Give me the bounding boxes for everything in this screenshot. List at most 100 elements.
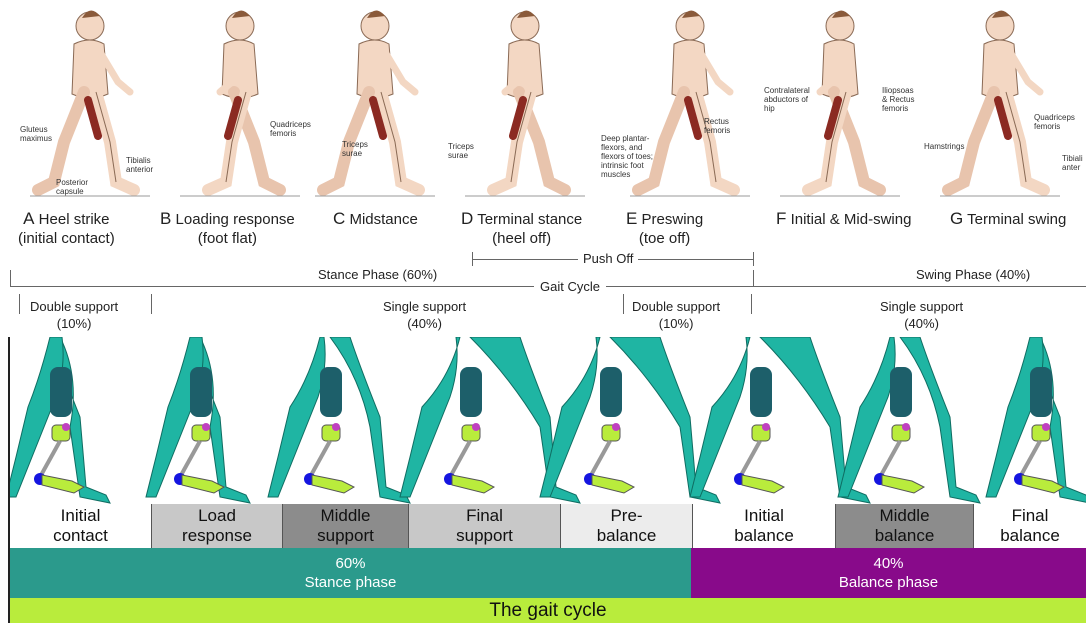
support-tick-2: [151, 294, 152, 314]
prosthetic-leg-2: [146, 337, 250, 503]
stage-final-balance: Finalbalance: [974, 504, 1086, 548]
prosthetic-side-leg: [146, 337, 203, 497]
prosthetic-side-leg: [838, 337, 895, 497]
phase-label-f: F Initial & Mid-swing: [776, 209, 911, 229]
gait-cycle-tick-left: [10, 270, 11, 286]
phase-label-e: E Preswing(toe off): [626, 209, 703, 248]
walking-figure-b: [180, 10, 300, 196]
prosthetic-leg-8: [986, 337, 1086, 503]
phase-label-a: A Heel strike(initial contact): [18, 209, 115, 248]
prosthetic-leg-1: [10, 337, 110, 503]
knee-joint: [762, 423, 770, 431]
knee-joint: [1042, 423, 1050, 431]
thigh-socket: [890, 367, 912, 417]
stage-pre-balance: Pre-balance: [561, 504, 693, 548]
muscle-label-posterior-capsule: Posteriorcapsule: [56, 178, 88, 196]
phase-label-g: G Terminal swing: [950, 209, 1066, 229]
thigh-socket: [750, 367, 772, 417]
knee-joint: [472, 423, 480, 431]
pylon: [450, 441, 470, 477]
phase-label-d: D Terminal stance(heel off): [461, 209, 582, 248]
support-label-2: Single support(40%): [383, 298, 466, 332]
support-tick-1: [19, 294, 20, 314]
muscle-label-triceps-d: Tricepssurae: [448, 142, 474, 160]
muscle-label-contralateral: Contralateralabductors ofhip: [764, 86, 810, 113]
thigh-socket: [190, 367, 212, 417]
figure-torso: [982, 40, 1018, 98]
pylon: [740, 441, 760, 477]
support-label-4: Single support(40%): [880, 298, 963, 332]
balance-phase-bar: 40%Balance phase: [691, 548, 1086, 598]
support-tick-4: [751, 294, 752, 314]
stance-phase-bar: 60%Stance phase: [10, 548, 691, 598]
swing-phase-label: Swing Phase (40%): [916, 266, 1030, 283]
thigh-socket: [1030, 367, 1052, 417]
prosthetic-side-leg: [268, 337, 325, 497]
gait-cycle-bar: The gait cycle: [10, 598, 1086, 623]
figure-torso: [672, 40, 708, 98]
phase-label-b: B Loading response(foot flat): [160, 209, 295, 248]
prosthetic-foot: [312, 475, 354, 493]
gait-cycle-label: Gait Cycle: [534, 278, 606, 295]
muscle-label-quadriceps-b: Quadricepsfemoris: [270, 120, 311, 138]
pylon: [40, 441, 60, 477]
stage-initial-balance: Initialbalance: [693, 504, 836, 548]
muscle-label-tibialis-a: Tibialisanterior: [126, 156, 153, 174]
natural-leg: [330, 337, 410, 503]
figure-leg-back: [948, 92, 994, 190]
thigh-socket: [600, 367, 622, 417]
prosthetic-leg-illustration: [10, 337, 1086, 504]
knee-joint: [62, 423, 70, 431]
walking-figure-g: [940, 10, 1060, 196]
gait-cycle-tick-mid: [753, 270, 754, 286]
pylon: [1020, 441, 1040, 477]
thigh-socket: [320, 367, 342, 417]
muscle-label-quadriceps-g: Quadricepsfemoris: [1034, 113, 1075, 131]
muscle-label-iliopsoas: Iliopsoas& Rectusfemoris: [882, 86, 914, 113]
natural-leg: [900, 337, 980, 503]
walking-figure-c: [315, 10, 435, 196]
muscle-label-tibialis-g: Tibialianter: [1062, 154, 1083, 172]
knee-joint: [332, 423, 340, 431]
prosthetic-foot: [452, 475, 494, 493]
support-tick-3: [623, 294, 624, 314]
stance-phase-label: Stance Phase (60%): [318, 266, 437, 283]
knee-joint: [902, 423, 910, 431]
prosthetic-side-leg: [986, 337, 1043, 497]
support-label-3: Double support(10%): [632, 298, 720, 332]
muscle-label-triceps-c: Tricepssurae: [342, 140, 368, 158]
push-off-label: Push Off: [578, 250, 638, 267]
figure-torso: [72, 40, 108, 98]
prosthetic-side-leg: [10, 337, 63, 497]
push-off-tick-right: [753, 252, 754, 266]
pylon: [180, 441, 200, 477]
stage-load-response: Loadresponse: [152, 504, 283, 548]
walking-figure-d: [465, 10, 585, 196]
prosthetic-leg-3: [268, 337, 410, 503]
thigh-socket: [50, 367, 72, 417]
muscle-label-rectus-e: Rectusfemoris: [704, 117, 730, 135]
walking-figures-illustration: [0, 0, 1086, 205]
prosthetic-foot: [882, 475, 924, 493]
prosthetic-leg-7: [838, 337, 980, 503]
prosthetic-foot: [742, 475, 784, 493]
figure-torso: [357, 40, 393, 98]
stage-middle-support: Middlesupport: [283, 504, 409, 548]
prosthetic-leg-5: [540, 337, 720, 503]
knee-joint: [202, 423, 210, 431]
stage-middle-balance: Middlebalance: [836, 504, 974, 548]
pylon: [310, 441, 330, 477]
thigh-socket: [460, 367, 482, 417]
support-label-1: Double support(10%): [30, 298, 118, 332]
pylon: [590, 441, 610, 477]
muscle-label-hamstrings: Hamstrings: [924, 142, 964, 151]
stage-final-support: Finalsupport: [409, 504, 561, 548]
phase-label-c: C Midstance: [333, 209, 418, 229]
prosthetic-foot: [592, 475, 634, 493]
pylon: [880, 441, 900, 477]
muscle-label-deep-plantar: Deep plantar-flexors, andflexors of toes…: [601, 134, 653, 179]
stage-initial-contact: Initialcontact: [10, 504, 152, 548]
knee-joint: [612, 423, 620, 431]
push-off-tick-left: [472, 252, 473, 266]
muscle-label-gluteus: Gluteusmaximus: [20, 125, 52, 143]
